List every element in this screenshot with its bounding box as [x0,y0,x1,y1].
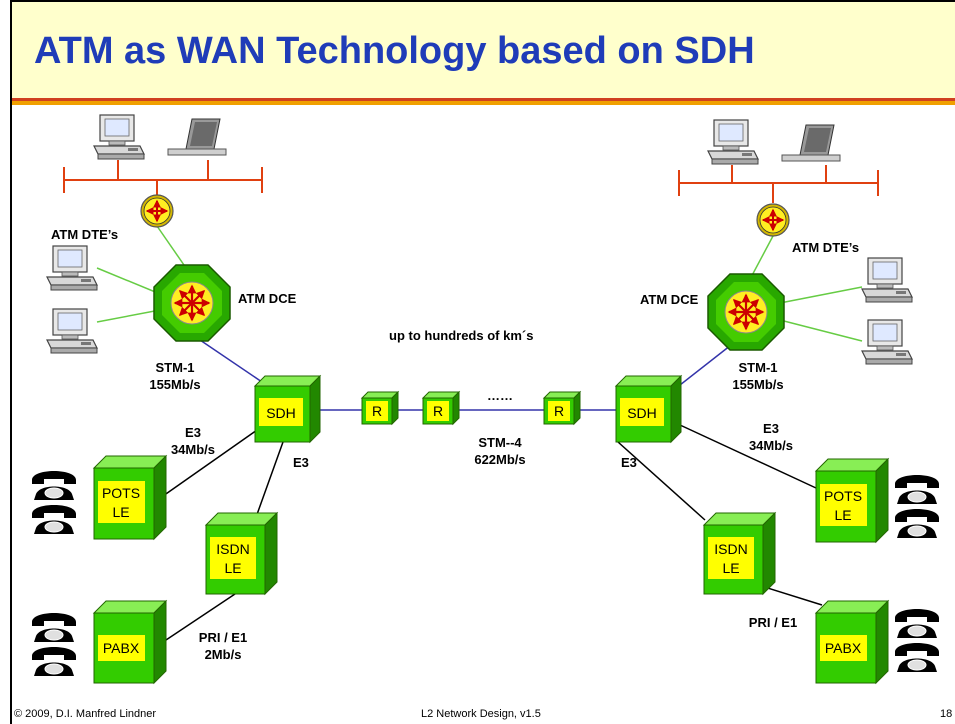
pabx-left-label: PABX [103,640,140,656]
telephone-icon [31,646,77,677]
atm-dce-switch-icon [707,273,785,351]
e3-left-label: E3 [293,455,309,470]
e3-left-top-label: E3 [185,425,201,440]
stm4-label: STM--4 [478,435,522,450]
distance-label: up to hundreds of km´s [389,328,533,343]
telephone-icon [894,474,940,505]
stm1-right-label: STM-1 [739,360,778,375]
slide-title: ATM as WAN Technology based on SDH [34,30,755,72]
atm-dce-left-label: ATM DCE [238,291,297,306]
pri-left-rate: 2Mb/s [205,647,242,662]
isdn-left-label: ISDN [216,541,249,557]
pots-left-le-label: LE [112,504,129,520]
pots-left-label: POTS [102,485,140,501]
sdh-left-label: SDH [266,405,296,421]
stm4-rate: 622Mb/s [474,452,525,467]
repeater-label: R [554,403,564,419]
telephone-icon [894,608,940,639]
telephone-icon [31,612,77,643]
pabx-right-label: PABX [825,640,862,656]
stm1-left-label: STM-1 [156,360,195,375]
telephone-icon [894,642,940,673]
stm1-left-rate: 155Mb/s [149,377,200,392]
repeater-node: R [421,390,461,426]
pots-le-node-left: POTS LE [92,454,168,541]
isdn-left-le-label: LE [224,560,241,576]
footer-copyright: © 2009, D.I. Manfred Lindner [14,708,157,720]
pabx-node-right: PABX [814,599,890,685]
title-bar-orange [10,101,955,105]
pots-right-label: POTS [824,488,862,504]
e3-right-label: E3 [621,455,637,470]
pots-le-node-right: POTS LE [814,457,890,544]
isdn-le-node-left: ISDN LE [204,511,279,596]
pri-right-label: PRI / E1 [749,615,797,630]
repeater-node: R [542,390,582,426]
sdh-node-right: SDH [614,374,683,444]
pc-icon [46,245,98,291]
laptop-icon [781,124,841,162]
pabx-node-left: PABX [92,599,168,685]
telephone-icon [894,508,940,539]
atm-dte-left-label: ATM DTE’s [51,227,118,242]
isdn-right-label: ISDN [714,541,747,557]
sdh-node-left: SDH [253,374,322,444]
telephone-icon [31,504,77,535]
pc-icon [861,257,913,303]
repeater-dots: …… [487,388,513,403]
stm1-right-rate: 155Mb/s [732,377,783,392]
pc-icon [93,114,145,160]
footer-course: L2 Network Design, v1.5 [421,708,541,720]
repeater-label: R [433,403,443,419]
footer-page-number: 18 [940,708,953,720]
repeater-node: R [360,390,400,426]
e3-right-top-label: E3 [763,421,779,436]
title-area: ATM as WAN Technology based on SDH [10,0,955,98]
pc-icon [46,308,98,354]
atm-dce-switch-icon [153,264,231,342]
atm-dce-right-label: ATM DCE [640,292,699,307]
pri-left-label: PRI / E1 [199,630,247,645]
e3-left-top-rate: 34Mb/s [171,442,215,457]
sdh-right-label: SDH [627,405,657,421]
repeater-label: R [372,403,382,419]
isdn-right-le-label: LE [722,560,739,576]
atm-switch-small-icon [140,194,174,228]
isdn-le-node-right: ISDN LE [702,511,777,596]
pots-right-le-label: LE [834,507,851,523]
pc-icon [707,119,759,165]
pc-icon [861,319,913,365]
title-bar-red [10,98,955,101]
atm-dte-right-label: ATM DTE’s [792,240,859,255]
links [63,160,879,645]
e3-right-top-rate: 34Mb/s [749,438,793,453]
telephone-icon [31,470,77,501]
atm-switch-small-icon [756,203,790,237]
laptop-icon [167,118,227,156]
